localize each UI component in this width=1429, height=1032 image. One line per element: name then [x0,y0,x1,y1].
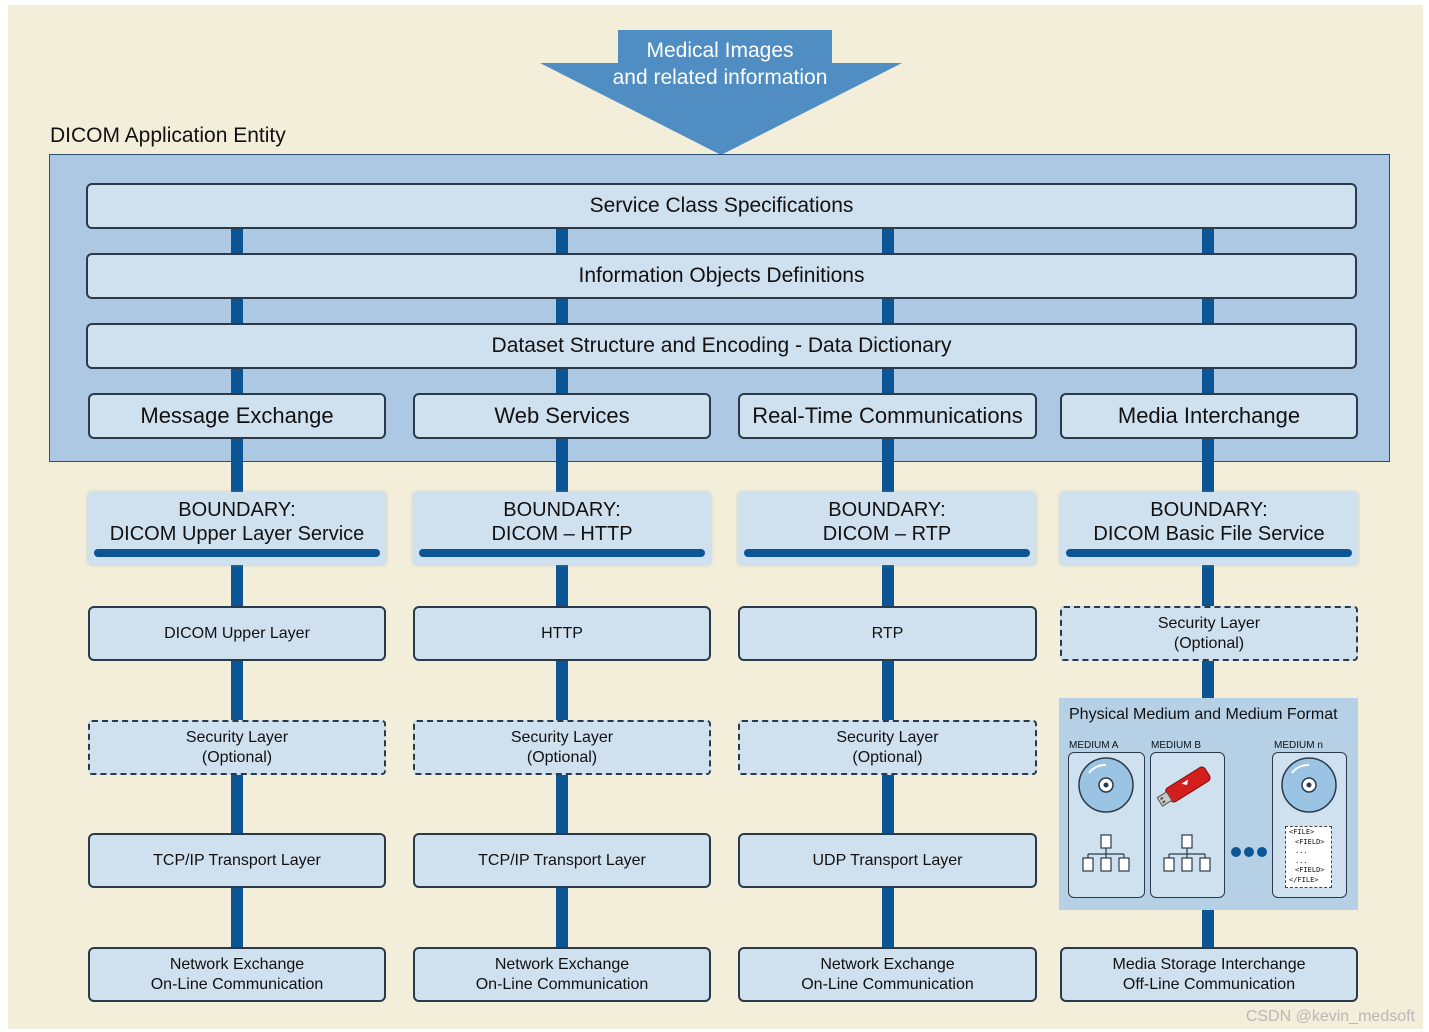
transport-label: TCP/IP Transport Layer [478,851,646,869]
offline-communication-label: Off-Line Communication [1122,975,1296,993]
boundary-upper-layer: BOUNDARY: DICOM Upper Layer Service [88,492,386,565]
cd-disc-icon [1281,757,1337,813]
udp-transport-rtp: UDP Transport Layer [738,833,1037,888]
boundary-bar [419,549,705,557]
file-tag-open: <FILE> [1289,828,1315,836]
file-format-icon: <FILE> <FIELD> ... ... <FIELD> </FILE> [1285,826,1332,888]
security-optional: (Optional) [852,748,923,766]
arrow-label: Medical Images and related information [590,37,850,91]
physical-medium-title: Physical Medium and Medium Format [1069,706,1338,723]
arrow-label-line2: and related information [612,66,828,89]
medium-n-card: <FILE> <FIELD> ... ... <FIELD> </FILE> [1272,752,1347,898]
field-tag-open: <FIELD> [1295,837,1325,846]
application-entity-label: DICOM Application Entity [50,124,286,147]
network-exchange-rtp: Network Exchange On-Line Communication [738,947,1037,1002]
media-storage-interchange: Media Storage Interchange Off-Line Commu… [1060,947,1358,1002]
boundary-name: DICOM Basic File Service [1093,523,1325,545]
cd-disc-icon [1078,757,1134,872]
input-arrow [540,30,902,155]
medium-a-card [1068,752,1145,898]
security-layer-media: Security Layer (Optional) [1060,606,1358,661]
boundary-bar [94,549,380,557]
protocol-label: RTP [871,624,904,642]
security-label: Security Layer [185,728,289,746]
iod-label: Information Objects Definitions [578,264,865,287]
watermark: CSDN @kevin_medsoft [1245,1008,1415,1025]
boundary-bar [1066,549,1352,557]
file-tree-icon [1163,834,1211,872]
boundary-basic-file-service: BOUNDARY: DICOM Basic File Service [1060,492,1358,565]
field-tag-close: <FIELD> [1295,866,1325,874]
real-time-communications: Real-Time Communications [738,393,1037,439]
security-label: Security Layer [836,728,939,746]
dataset-label: Dataset Structure and Encoding - Data Di… [491,334,952,357]
service-class-label: Service Class Specifications [589,194,854,217]
security-layer-rtp: Security Layer (Optional) [738,720,1037,775]
protocol-label: DICOM Upper Layer [164,624,310,642]
service-class-specifications: Service Class Specifications [86,183,1357,229]
boundary-bar [744,549,1030,557]
media-interchange: Media Interchange [1060,393,1358,439]
context-label: Web Services [494,403,630,428]
message-exchange: Message Exchange [88,393,386,439]
network-exchange-label: Network Exchange [494,955,630,973]
context-label: Real-Time Communications [752,403,1023,428]
boundary-rtp: BOUNDARY: DICOM – RTP [738,492,1036,565]
context-label: Media Interchange [1117,403,1301,428]
file-tree-icon [1082,834,1130,872]
dicom-upper-layer: DICOM Upper Layer [88,606,386,661]
media-storage-label: Media Storage Interchange [1112,955,1306,973]
more-media-dots-icon [1231,847,1267,857]
context-label: Message Exchange [140,403,334,428]
network-exchange-label: Network Exchange [820,955,955,973]
online-communication-label: On-Line Communication [475,975,649,993]
security-optional: (Optional) [201,748,273,766]
medium-n-label: MEDIUM n [1274,740,1323,751]
tcpip-transport-http: TCP/IP Transport Layer [413,833,711,888]
usb-stick-icon [1156,766,1211,872]
security-layer-upper: Security Layer (Optional) [88,720,386,775]
web-services: Web Services [413,393,711,439]
file-tag-close: </FILE> [1289,875,1319,884]
medium-b-card [1150,752,1225,898]
protocol-label: HTTP [541,624,583,642]
transport-label: TCP/IP Transport Layer [153,851,321,869]
security-label: Security Layer [1157,614,1261,632]
information-objects-definitions: Information Objects Definitions [86,253,1357,299]
transport-label: UDP Transport Layer [812,851,963,869]
file-ellipsis: ... [1295,856,1308,865]
online-communication-label: On-Line Communication [150,975,324,993]
medium-a-label: MEDIUM A [1069,740,1119,751]
boundary-name: DICOM – RTP [822,523,952,545]
security-label: Security Layer [510,728,614,746]
boundary-http: BOUNDARY: DICOM – HTTP [413,492,711,565]
rtp-layer: RTP [738,606,1037,661]
security-optional: (Optional) [1173,634,1245,652]
security-layer-http: Security Layer (Optional) [413,720,711,775]
boundary-title: BOUNDARY: [178,499,296,521]
network-exchange-upper: Network Exchange On-Line Communication [88,947,386,1002]
network-exchange-label: Network Exchange [169,955,305,973]
arrow-label-line1: Medical Images [646,39,794,62]
boundary-title: BOUNDARY: [503,499,621,521]
dataset-structure-encoding: Dataset Structure and Encoding - Data Di… [86,323,1357,369]
security-optional: (Optional) [526,748,598,766]
http-layer: HTTP [413,606,711,661]
network-exchange-http: Network Exchange On-Line Communication [413,947,711,1002]
medium-b-label: MEDIUM B [1151,740,1201,751]
boundary-name: DICOM – HTTP [491,523,633,545]
boundary-title: BOUNDARY: [1150,499,1268,521]
tcpip-transport-upper: TCP/IP Transport Layer [88,833,386,888]
file-ellipsis: ... [1295,847,1308,855]
boundary-title: BOUNDARY: [828,499,946,521]
boundary-name: DICOM Upper Layer Service [109,523,365,545]
online-communication-label: On-Line Communication [801,975,974,993]
